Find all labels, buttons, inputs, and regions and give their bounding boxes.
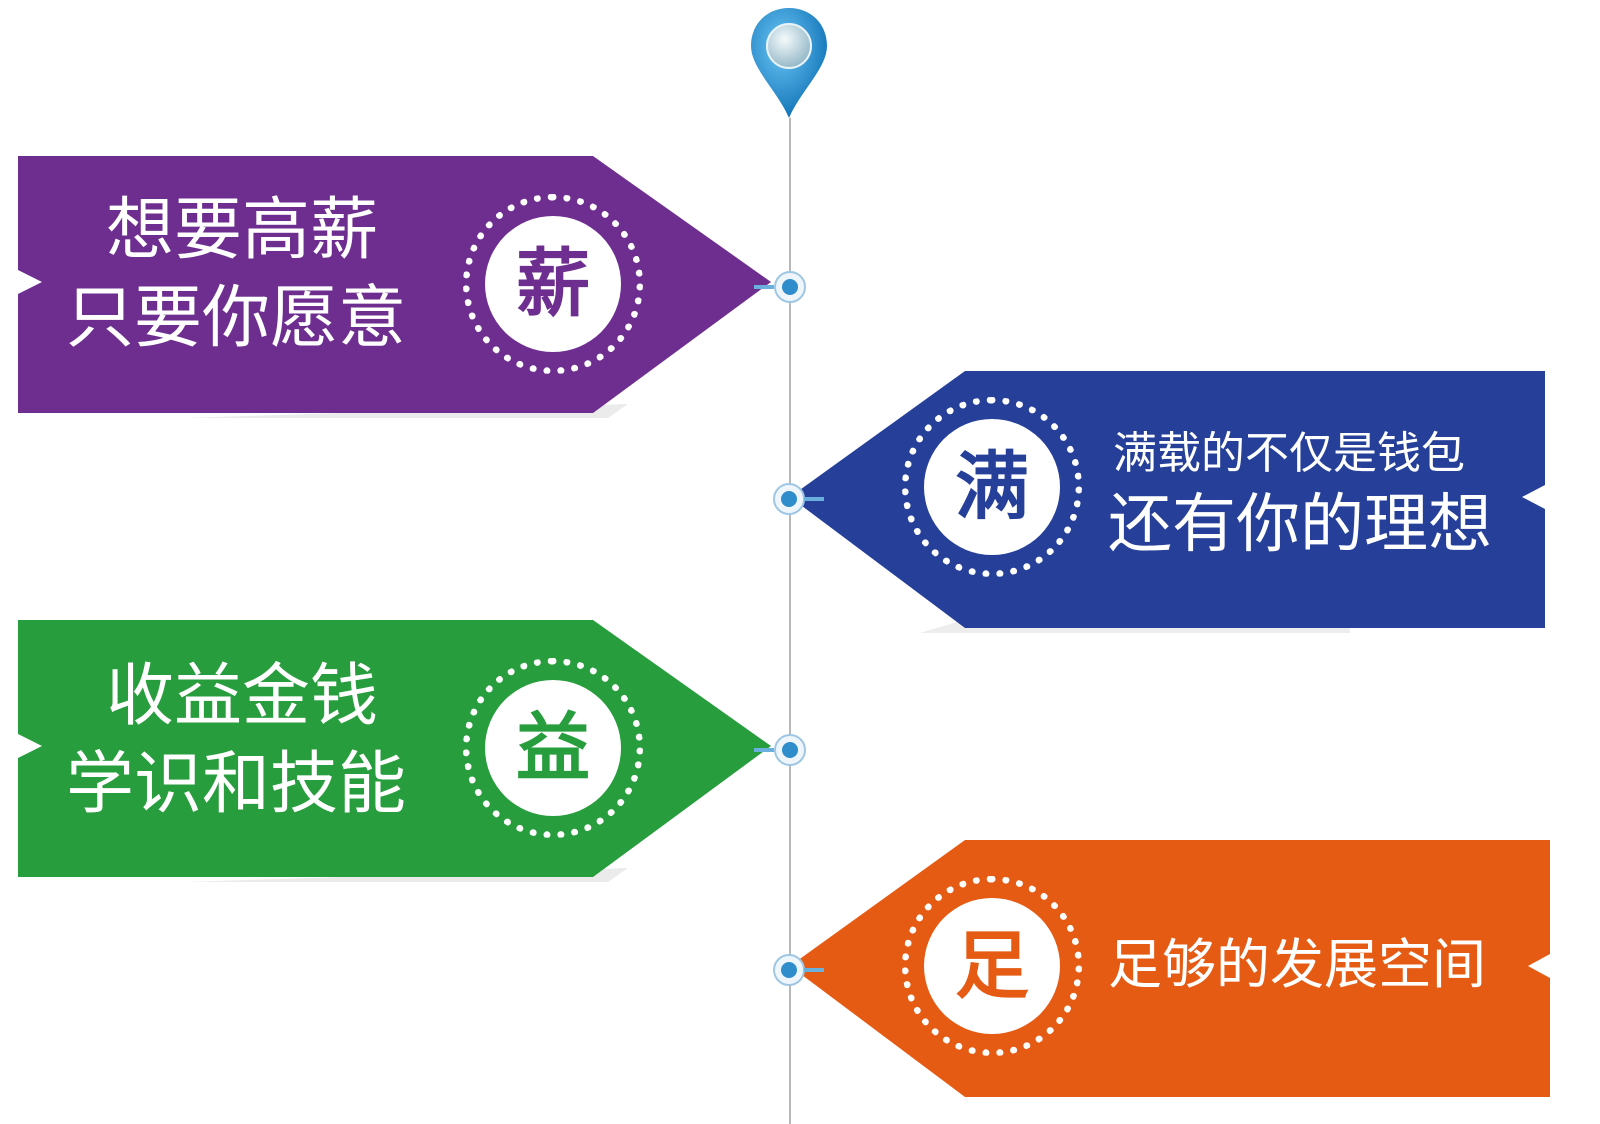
badge-ring [463,194,643,374]
banner-title-3: 收益金钱 [106,657,379,736]
badge-ring [902,397,1082,577]
badge-enough: 足 [924,898,1060,1034]
banner-subtitle-2: 还有你的理想 [1108,488,1492,562]
banner-full-load: 满 满载的不仅是钱包 还有你的理想 [790,371,1580,637]
banner-benefit: 收益金钱 学识和技能 益 [18,620,808,886]
banner-title-1: 想要高薪 [106,191,379,270]
timeline-node-4 [773,954,824,986]
timeline-node-1 [754,271,806,303]
banner-title-2: 满载的不仅是钱包 [1113,428,1465,479]
timeline-line [789,118,791,1124]
banner-subtitle-3: 学识和技能 [66,745,407,824]
location-pin-icon [751,8,827,118]
banner-enough: 足 足够的发展空间 [790,840,1580,1106]
timeline-node-2 [773,483,824,515]
banner-high-salary: 想要高薪 只要你愿意 薪 [18,156,808,422]
badge-full: 满 [924,419,1060,555]
badge-ring [902,876,1082,1056]
badge-ring [463,658,643,838]
banner-subtitle-1: 只要你愿意 [66,279,407,358]
banner-title-4: 足够的发展空间 [1108,933,1486,996]
badge-benefit: 益 [485,680,621,816]
timeline-node-3 [754,734,806,766]
badge-salary: 薪 [485,216,621,352]
